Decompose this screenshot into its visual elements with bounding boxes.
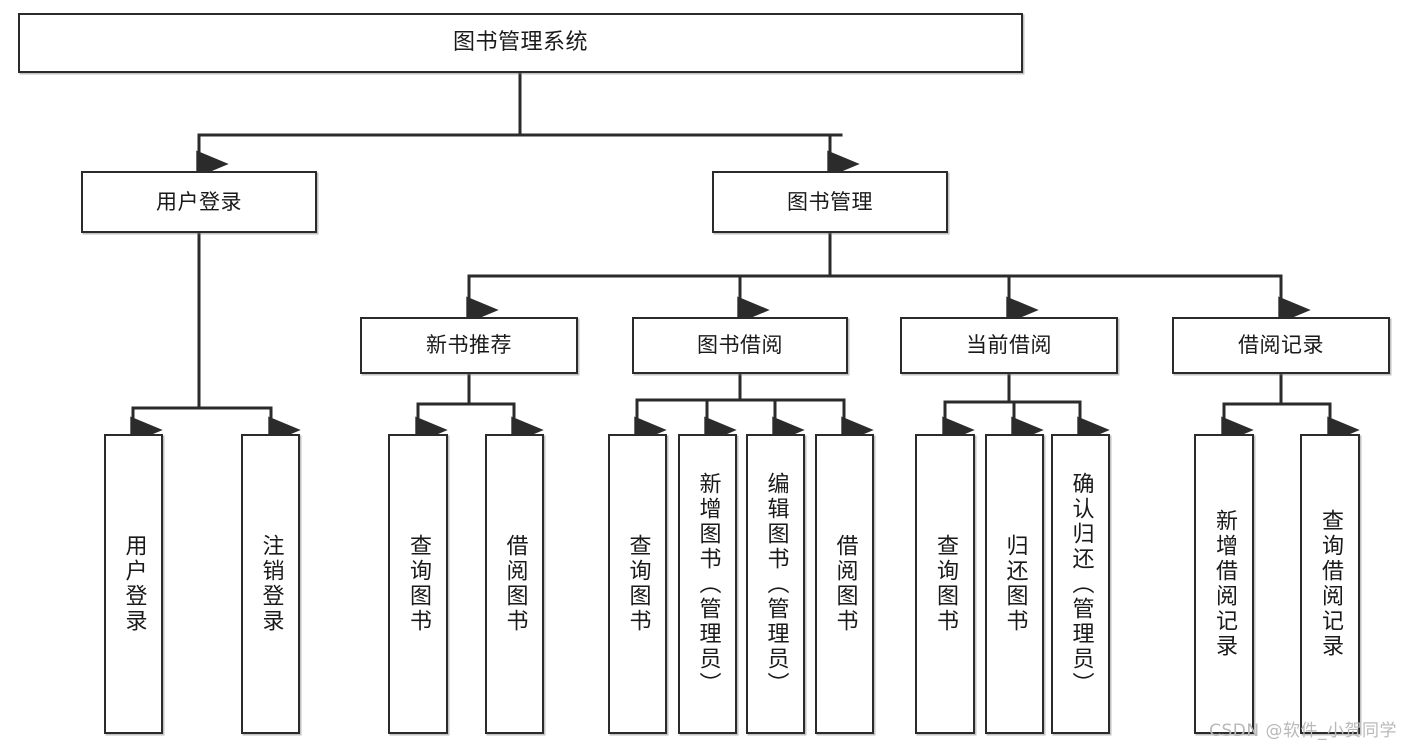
node-user-login-label: 用户登录: [156, 189, 242, 214]
leaf-borrow-book-1[interactable]: 借阅图书: [485, 434, 544, 734]
leaf-query-record[interactable]: 查询借阅记录: [1300, 434, 1360, 734]
leaf-query-record-label: 查询借阅记录: [1318, 509, 1343, 659]
leaf-query-book-2-label: 查询图书: [625, 534, 651, 634]
leaf-return-book[interactable]: 归还图书: [985, 434, 1044, 734]
leaf-query-book-3[interactable]: 查询图书: [915, 434, 975, 734]
leaf-edit-book-label: 编辑图书（管理员）: [763, 471, 789, 697]
leaf-edit-book[interactable]: 编辑图书（管理员）: [746, 434, 805, 734]
node-book-management-label: 图书管理: [787, 189, 873, 214]
node-book-borrow-label: 图书借阅: [697, 333, 783, 358]
node-current-borrow[interactable]: 当前借阅: [900, 317, 1118, 374]
leaf-add-record-label: 新增借阅记录: [1212, 509, 1237, 659]
leaf-query-book-2[interactable]: 查询图书: [608, 434, 667, 734]
leaf-add-book-label: 新增图书（管理员）: [695, 471, 721, 697]
leaf-add-record[interactable]: 新增借阅记录: [1194, 434, 1254, 734]
node-borrow-record-label: 借阅记录: [1238, 333, 1324, 358]
node-current-borrow-label: 当前借阅: [966, 333, 1052, 358]
leaf-borrow-book-2[interactable]: 借阅图书: [815, 434, 874, 734]
csdn-watermark: CSDN @软件_小贺同学: [1209, 721, 1397, 741]
leaf-borrow-book-2-label: 借阅图书: [832, 534, 858, 634]
leaf-borrow-book-1-label: 借阅图书: [502, 534, 528, 634]
leaf-query-book-1[interactable]: 查询图书: [388, 434, 448, 734]
node-user-login[interactable]: 用户登录: [81, 171, 317, 233]
leaf-user-login[interactable]: 用户登录: [104, 434, 163, 734]
leaf-query-book-1-label: 查询图书: [406, 534, 431, 634]
node-book-borrow[interactable]: 图书借阅: [632, 317, 848, 374]
node-new-book-recommend[interactable]: 新书推荐: [360, 317, 578, 374]
node-borrow-record[interactable]: 借阅记录: [1172, 317, 1390, 374]
leaf-return-book-label: 归还图书: [1002, 534, 1028, 634]
node-root[interactable]: 图书管理系统: [18, 13, 1023, 73]
leaf-confirm-return[interactable]: 确认归还（管理员）: [1051, 434, 1110, 734]
leaf-add-book[interactable]: 新增图书（管理员）: [678, 434, 737, 734]
leaf-user-login-label: 用户登录: [121, 534, 147, 634]
leaf-user-logout-label: 注销登录: [258, 534, 284, 634]
node-new-book-recommend-label: 新书推荐: [426, 333, 512, 358]
node-book-management[interactable]: 图书管理: [712, 171, 948, 233]
leaf-user-logout[interactable]: 注销登录: [241, 434, 300, 734]
leaf-query-book-3-label: 查询图书: [933, 534, 958, 634]
node-root-label: 图书管理系统: [452, 30, 588, 56]
leaf-confirm-return-label: 确认归还（管理员）: [1068, 471, 1094, 697]
